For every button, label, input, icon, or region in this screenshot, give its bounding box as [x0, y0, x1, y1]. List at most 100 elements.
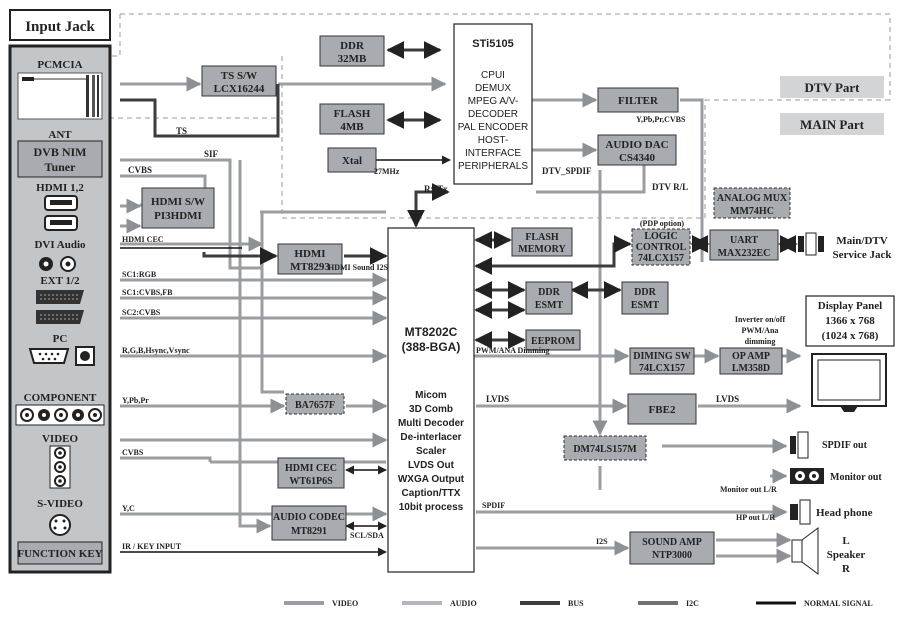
dvi-audio-label: DVI Audio: [34, 239, 86, 251]
op-amp-block: OP AMP LM358D: [719, 347, 783, 375]
svg-text:HDMI S/W: HDMI S/W: [151, 196, 205, 208]
pcmcia-label: PCMCIA: [37, 59, 82, 71]
cvbs-top-signal-label: CVBS: [128, 165, 152, 175]
pdp-option-label: (PDP option): [640, 219, 685, 228]
inverter-label-3: dimming: [745, 337, 776, 346]
svg-text:BA7657F: BA7657F: [295, 400, 335, 411]
bus-lines: [120, 41, 798, 349]
hdmi-cec-signal-label: HDMI CEC: [122, 235, 164, 244]
svg-text:MT8293: MT8293: [290, 261, 330, 273]
svg-text:AUDIO DAC: AUDIO DAC: [605, 139, 668, 151]
legend-label: VIDEO: [332, 599, 358, 608]
analog-mux-block: ANALOG MUX MM74HC: [713, 187, 791, 219]
mt8202c-feature-line: WXGA Output: [398, 474, 465, 485]
legend-label: NORMAL SIGNAL: [804, 599, 873, 608]
flash-memory-block: FLASH MEMORY: [511, 227, 573, 257]
dtv-part-region: [10, 13, 891, 219]
logic-control-block: LOGIC CONTROL 74LCX157: [631, 228, 691, 266]
display-panel-label-box: Display Panel 1366 x 768 (1024 x 768): [805, 295, 895, 347]
ddr-esmt-1-block: DDR ESMT: [525, 281, 573, 315]
svg-text:4MB: 4MB: [340, 121, 364, 133]
rca-audio-icon: [39, 256, 76, 272]
main-dtv-label: Main/DTV: [836, 235, 887, 247]
mhz-label: 27MHz: [374, 167, 400, 176]
mt8202c-feature-line: Multi Decoder: [398, 418, 464, 429]
svg-text:1366 x 768: 1366 x 768: [825, 315, 875, 327]
sti5105-feature-line: HOST-: [478, 135, 509, 146]
service-jack-label: Service Jack: [833, 249, 893, 261]
input-jack-panel: Input Jack PCMCIA ANT DVB NIM Tuner HDMI…: [8, 9, 112, 574]
inverter-label-1: Inverter on/off: [735, 315, 786, 324]
legend-label: I2C: [686, 599, 699, 608]
xtal-block: Xtal: [327, 147, 377, 173]
signal-labels: TS SIF CVBS 27MHz Rx,Tx DTV_SPDIF Y,Pb,P…: [122, 115, 777, 551]
ts-signal-label: TS: [176, 126, 187, 136]
ypbpr-label: Y,Pb,Pr: [122, 396, 149, 405]
speaker-icon: [791, 527, 819, 575]
mt8202c-feature-line: LVDS Out: [408, 460, 455, 471]
cvbs-low-label: CVBS: [122, 448, 144, 457]
lvds-label-2: LVDS: [716, 394, 739, 404]
component-label: COMPONENT: [24, 392, 97, 404]
svg-text:EEPROM: EEPROM: [531, 336, 575, 347]
i2s-label: I2S: [596, 537, 608, 546]
svg-text:DDR: DDR: [634, 287, 656, 298]
ddr-esmt-2-block: DDR ESMT: [621, 281, 669, 315]
ddr-32mb-block: DDR 32MB: [319, 35, 385, 67]
sti5105-feature-line: PAL ENCODER: [458, 122, 529, 133]
svg-text:74LCX157: 74LCX157: [639, 363, 685, 374]
ts-switch-block: TS S/W LCX16244: [201, 65, 277, 97]
svg-text:TS S/W: TS S/W: [221, 70, 257, 82]
dm74ls157m-block: DM74LS157M: [563, 435, 647, 461]
hdmi-mt8293-block: HDMI MT8293: [277, 243, 343, 275]
legend-label: BUS: [568, 599, 584, 608]
service-jack-icon: [798, 232, 824, 256]
svg-text:ANALOG MUX: ANALOG MUX: [717, 193, 788, 204]
sc1-rgb-label: SC1:RGB: [122, 270, 157, 279]
scl-sda-label: SCL/SDA: [350, 531, 384, 540]
sif-signal-label: SIF: [204, 149, 219, 159]
sti5105-feature-line: MPEG A/V-: [468, 96, 519, 107]
audio-codec-block: AUDIO CODEC MT8291: [271, 505, 347, 541]
spdif-out-label: SPDIF out: [822, 440, 868, 451]
lvds-label-1: LVDS: [486, 394, 509, 404]
rx-tx-label: Rx,Tx: [424, 184, 448, 194]
sound-amp-block: SOUND AMP NTP3000: [629, 531, 715, 565]
mt8202c-feature-line: De-interlacer: [400, 432, 461, 443]
uart-block: UART MAX232EC: [709, 229, 779, 261]
ir-key-label: IR / KEY INPUT: [122, 542, 182, 551]
pwm-dimming-label: PWM/ANA Dimming: [476, 346, 550, 355]
scart-icon: [36, 290, 84, 324]
dtv-part-label: DTV Part: [804, 80, 860, 95]
ba7657f-block: BA7657F: [285, 393, 345, 415]
hdmi-cec-block: HDMI CEC WT61P6S: [277, 457, 345, 489]
ant-label: ANT: [48, 129, 72, 141]
sti5105-feature-line: DEMUX: [475, 83, 511, 94]
svg-text:(1024 x 768): (1024 x 768): [822, 330, 879, 342]
svg-text:FLASH: FLASH: [334, 108, 371, 120]
input-jack-title: Input Jack: [25, 19, 95, 35]
speaker-label: Speaker: [827, 549, 866, 561]
svg-text:CONTROL: CONTROL: [636, 242, 687, 253]
dtv-spdif-label: DTV_SPDIF: [542, 166, 592, 176]
svg-text:MT8291: MT8291: [291, 526, 327, 537]
speaker-r-label: R: [842, 563, 851, 575]
svg-text:HDMI CEC: HDMI CEC: [285, 463, 337, 474]
main-part-label: MAIN Part: [800, 117, 865, 132]
svg-text:MEMORY: MEMORY: [518, 244, 566, 255]
hdmi-switch-block: HDMI S/W PI3HDMI: [141, 187, 215, 229]
svg-text:PI3HDMI: PI3HDMI: [154, 210, 202, 222]
monitor-lr-label: Monitor out L/R: [720, 485, 777, 494]
hdmi-sound-label: HDMI Sound I2S: [328, 263, 389, 272]
video-lines: [120, 76, 802, 564]
speaker-l-label: L: [842, 535, 849, 547]
audio-dac-block: AUDIO DAC CS4340: [597, 134, 677, 166]
hp-lr-label: HP out L/R: [736, 513, 775, 522]
head-phone-label: Head phone: [816, 507, 873, 519]
svg-text:MAX232EC: MAX232EC: [718, 248, 771, 259]
yc-label: Y,C: [122, 504, 135, 513]
inverter-label-2: PWM/Ana: [742, 326, 779, 335]
